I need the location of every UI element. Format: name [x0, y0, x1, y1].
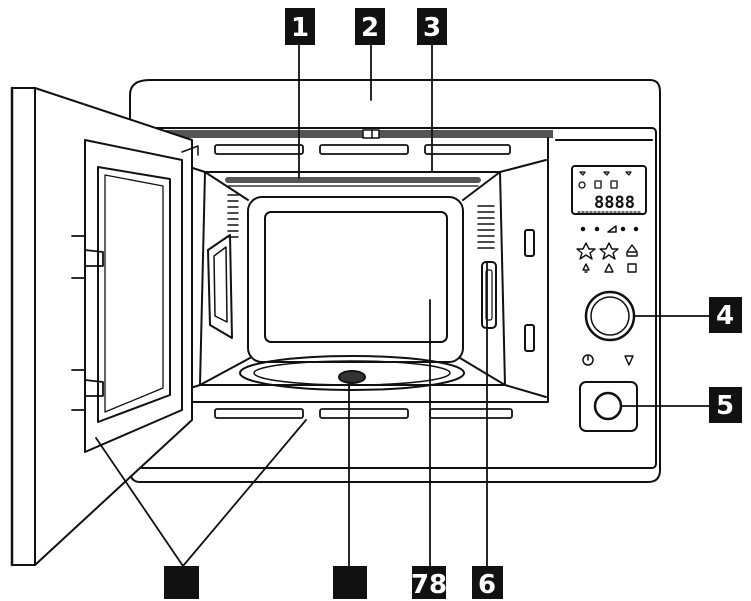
callout-4: 4	[709, 297, 742, 333]
turntable	[239, 355, 465, 391]
top-bars	[214, 144, 511, 155]
door-catch-upper	[524, 229, 535, 257]
callout-4-label: 4	[716, 301, 734, 331]
callout-8-label: 78	[411, 570, 447, 600]
callout-3: 3	[417, 8, 447, 45]
callout-2: 2	[355, 8, 385, 45]
door-window-frame	[84, 139, 183, 453]
door-catch-lower	[524, 324, 535, 352]
turntable-shaft	[338, 370, 366, 384]
callout-6: 6	[472, 566, 503, 600]
callout-7	[164, 566, 199, 599]
waveguide-cover	[481, 261, 497, 329]
callout-1: 1	[285, 8, 315, 45]
indicator-row	[580, 225, 639, 233]
callout-5: 5	[709, 387, 742, 423]
left-wall-vent	[207, 194, 239, 339]
lcd-display	[571, 165, 647, 215]
control-dial[interactable]	[584, 290, 636, 342]
callout-2-label: 2	[361, 13, 379, 43]
callout-9	[333, 566, 367, 599]
oven-housing	[129, 79, 661, 483]
door-hinge-upper	[71, 235, 104, 279]
callout-6-label: 6	[478, 570, 496, 600]
bottom-bars	[214, 408, 513, 419]
lcd-readout: 8888	[594, 193, 635, 213]
right-wall-vent	[477, 205, 495, 249]
door-window	[97, 166, 171, 423]
oven-door	[10, 86, 199, 567]
callout-3-label: 3	[423, 13, 441, 43]
callout-5-label: 5	[716, 391, 734, 421]
top-vent	[165, 129, 553, 139]
function-icons	[576, 242, 638, 273]
door-hinge-lower	[71, 369, 104, 411]
control-panel: 8888	[555, 139, 653, 432]
callout-1-label: 1	[291, 13, 309, 43]
callout-8: 78	[411, 566, 447, 600]
leader-lines	[95, 44, 710, 567]
small-icons	[582, 354, 634, 366]
